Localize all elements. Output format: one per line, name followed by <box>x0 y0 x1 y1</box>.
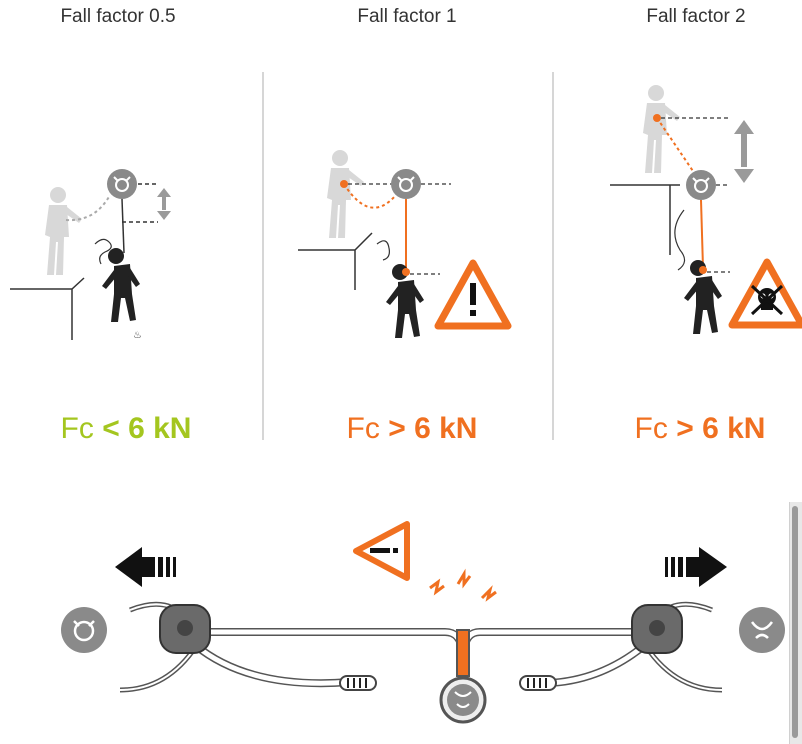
panel-title: Fall factor 2 <box>646 6 746 27</box>
force-label-prefix: Fc <box>60 412 94 445</box>
panel-title: Fall factor 1 <box>357 6 457 27</box>
lanyard-diagram <box>61 521 785 724</box>
distance-arrow-icon <box>734 120 754 183</box>
ledge <box>10 277 85 340</box>
force-label-value: < 6 kN <box>102 412 192 445</box>
scrollbar[interactable] <box>789 502 802 744</box>
distance-arrow-icon <box>157 188 171 220</box>
anchor-icon <box>107 169 137 199</box>
panel-fall-factor-2 <box>610 85 802 334</box>
panel-fall-factor-1 <box>298 150 512 338</box>
force-label-value: > 6 kN <box>388 412 478 445</box>
lanyard-absorber-icon <box>339 675 557 691</box>
panel-fall-factor-0-5: ♨ <box>10 169 171 341</box>
ledge <box>610 184 680 255</box>
arrow-left-icon <box>115 547 176 587</box>
minus-warning-icon <box>353 521 410 581</box>
force-label-prefix: Fc <box>634 412 668 445</box>
scrollbar-thumb[interactable] <box>792 506 798 738</box>
anchor-icon <box>686 170 716 200</box>
ghost-climber-icon <box>643 85 680 173</box>
force-label-prefix: Fc <box>346 412 380 445</box>
spark-icon <box>429 568 497 602</box>
carabiner-icon <box>631 601 785 693</box>
ghost-climber-icon <box>45 187 82 275</box>
falling-climber-icon <box>102 248 140 322</box>
anchor-icon <box>439 676 487 724</box>
anchor-icon <box>391 169 421 199</box>
force-label: Fc > 6 kN <box>302 412 522 446</box>
force-label: Fc < 6 kN <box>16 412 236 446</box>
ledge <box>298 232 373 290</box>
carabiner-icon <box>61 601 211 693</box>
panel-title: Fall factor 0.5 <box>60 6 176 27</box>
force-label-value: > 6 kN <box>676 412 766 445</box>
rope-slack <box>65 194 111 222</box>
force-label: Fc > 6 kN <box>590 412 802 446</box>
warning-icon <box>434 259 512 330</box>
svg-text:♨: ♨ <box>133 330 142 341</box>
ghost-climber-icon <box>327 150 364 238</box>
arrow-right-icon <box>665 547 727 587</box>
danger-skull-icon <box>728 258 802 329</box>
